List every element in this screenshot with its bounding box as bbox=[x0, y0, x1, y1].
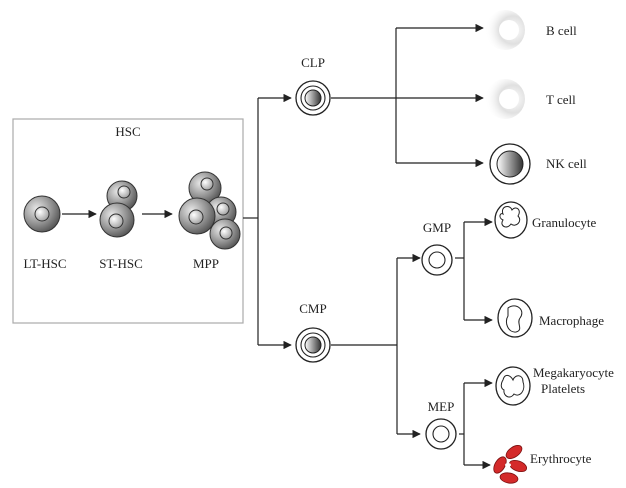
nk-cell-label: NK cell bbox=[546, 156, 587, 171]
st-hsc-cells bbox=[99, 180, 138, 238]
mep-label: MEP bbox=[428, 399, 455, 414]
macrophage-cell bbox=[497, 298, 533, 338]
nk-cell bbox=[489, 143, 531, 185]
t-cell-label: T cell bbox=[546, 92, 576, 107]
granulocyte-label: Granulocyte bbox=[532, 215, 596, 230]
b-cell bbox=[485, 10, 525, 50]
hsc-box bbox=[12, 118, 244, 324]
t-cell bbox=[485, 79, 525, 119]
erythrocyte-cells bbox=[493, 445, 528, 484]
mpp-label: MPP bbox=[193, 256, 219, 271]
clp-label: CLP bbox=[301, 55, 325, 70]
b-cell-label: B cell bbox=[546, 23, 577, 38]
granulocyte-cell bbox=[494, 201, 528, 239]
erythrocyte-label: Erythrocyte bbox=[530, 451, 592, 466]
st-hsc-label: ST-HSC bbox=[99, 256, 143, 271]
mep-cell bbox=[425, 418, 457, 450]
megakaryocyte-label: Megakaryocyte bbox=[533, 365, 614, 380]
clp-cell bbox=[295, 80, 331, 116]
gmp-label: GMP bbox=[423, 220, 451, 235]
lt-hsc-cell bbox=[23, 195, 61, 233]
macrophage-label: Macrophage bbox=[539, 313, 604, 328]
platelets-label: Platelets bbox=[541, 381, 585, 396]
hsc-label: HSC bbox=[115, 124, 140, 139]
cmp-label: CMP bbox=[299, 301, 326, 316]
cmp-cell bbox=[295, 327, 331, 363]
megakaryocyte-cell bbox=[495, 366, 531, 406]
mpp-cells bbox=[178, 171, 241, 250]
lt-hsc-label: LT-HSC bbox=[23, 256, 66, 271]
gmp-cell bbox=[421, 244, 453, 276]
